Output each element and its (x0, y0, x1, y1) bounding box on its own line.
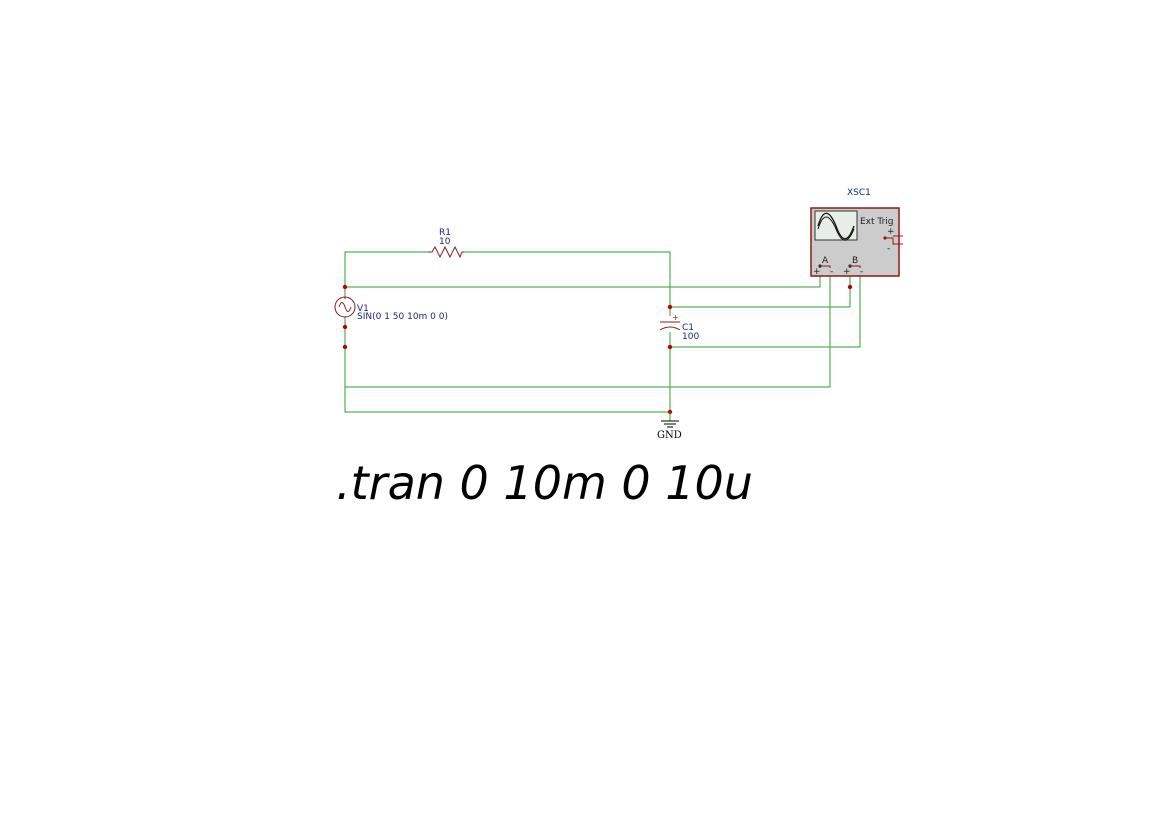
resistor-r1-ref: R1 (439, 228, 451, 238)
channel-b-minus-label: - (860, 267, 863, 277)
wire-top-right[interactable] (464, 251, 671, 316)
trig-lead (885, 237, 903, 245)
channel-b-plus-label: + (843, 267, 851, 277)
wire-channel-b-minus[interactable] (670, 268, 861, 348)
channel-a-label: A (822, 256, 829, 266)
trig-minus-label: - (887, 244, 890, 254)
channel-b-label: B (852, 256, 858, 266)
wire-ground-return[interactable] (344, 387, 670, 413)
channel-a-plus-pin[interactable] (818, 264, 822, 268)
oscilloscope-ref: XSC1 (847, 188, 871, 198)
channel-b-plus-pin[interactable] (848, 264, 852, 268)
channel-a-plus-label: + (813, 267, 821, 277)
scope-waveform-icon (817, 212, 855, 240)
junction-dot (342, 324, 348, 330)
junction-dot (342, 344, 348, 350)
capacitor-c1[interactable]: + C1 100 (659, 313, 699, 342)
trig-plus-label: + (887, 227, 895, 237)
wire-channel-b-plus[interactable] (670, 268, 851, 308)
voltage-source-v1-value: SIN(0 1 50 10m 0 0) (357, 312, 448, 322)
ext-trig-label: Ext Trig (860, 217, 894, 227)
junctions (342, 284, 853, 415)
capacitor-plate-bottom (659, 326, 681, 331)
wire-channel-a-minus[interactable] (344, 268, 831, 388)
wire-channel-a-plus[interactable] (345, 268, 821, 288)
oscilloscope-xsc1[interactable]: XSC1 Ext Trig + - A B + - + - (810, 188, 903, 277)
voltage-source-v1[interactable]: V1 SIN(0 1 50 10m 0 0) (334, 296, 448, 322)
sine-wave-icon (338, 302, 352, 312)
capacitor-c1-ref: C1 (682, 323, 694, 333)
wires (344, 251, 861, 420)
simulation-directive[interactable]: .tran 0 10m 0 10u (336, 456, 753, 510)
capacitor-c1-value: 100 (682, 332, 699, 342)
resistor-r1[interactable]: R1 10 (428, 228, 464, 259)
resistor-zigzag-icon (428, 245, 464, 259)
resistor-r1-value: 10 (439, 237, 451, 247)
junction-dot (342, 284, 348, 290)
ground-label: GND (657, 430, 682, 441)
scope-waveform-icon (817, 216, 855, 241)
channel-a-minus-label: - (830, 267, 833, 277)
junction-dot (667, 304, 673, 310)
wire-top-left[interactable] (344, 251, 428, 297)
voltage-source-v1-ref: V1 (357, 304, 369, 314)
junction-dot (847, 284, 853, 290)
capacitor-polarity-mark: + (672, 313, 679, 322)
ground-symbol[interactable]: GND (657, 412, 682, 441)
junction-dot (667, 344, 673, 350)
